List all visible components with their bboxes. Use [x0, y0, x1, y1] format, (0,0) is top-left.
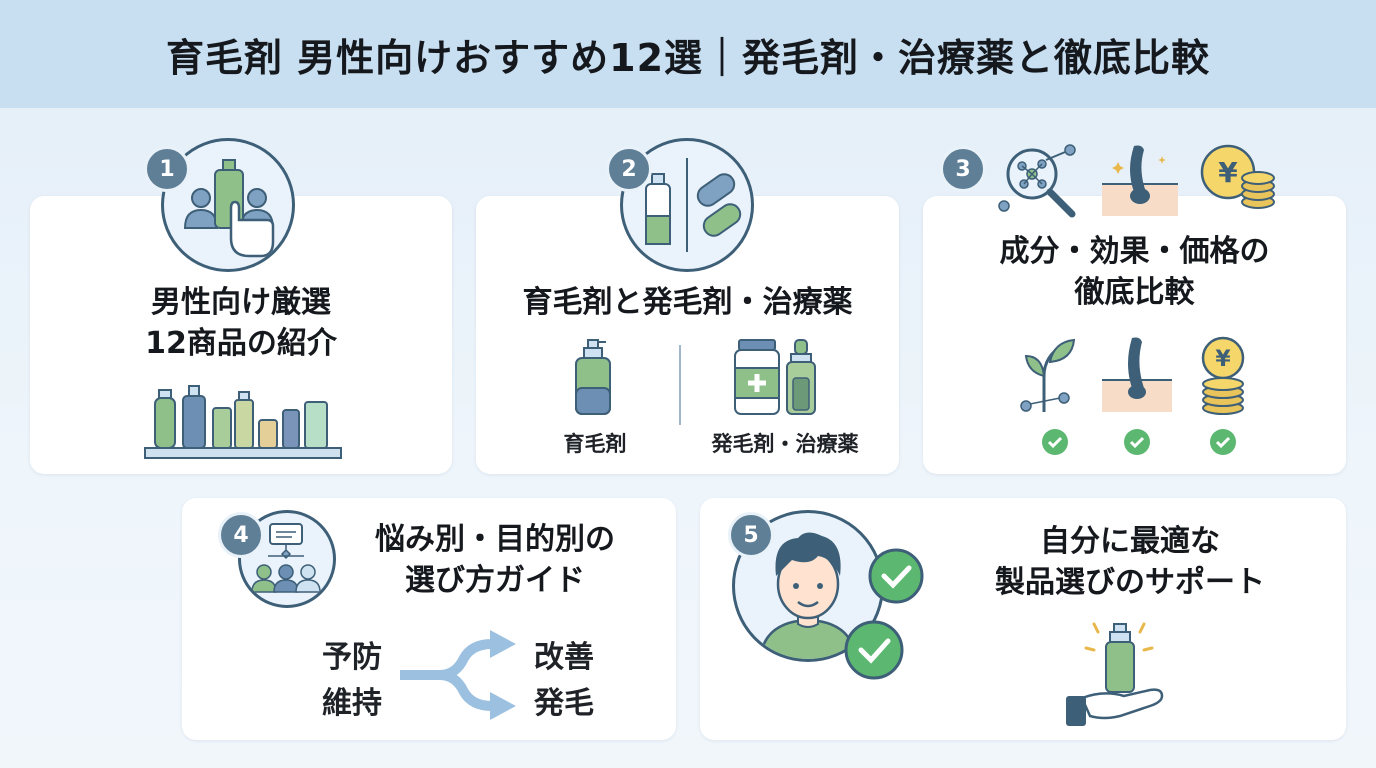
- card-detailed-comparison: [923, 196, 1346, 474]
- growth-tonic-label: 育毛剤: [563, 432, 627, 456]
- card4-title-line2: 選び方ガイド: [405, 562, 585, 598]
- growth-tonic-bottle-icon: [575, 339, 611, 415]
- step-badge-1: 1: [144, 146, 190, 192]
- step-badge-5: 5: [728, 512, 774, 558]
- check-icon-ingredient: [1042, 429, 1068, 455]
- card5-title-line2: 製品選びのサポート: [995, 564, 1265, 600]
- hair-growth-medicine-label: 発毛剤・治療薬: [711, 432, 859, 456]
- hair-follicle-small-icon: [1102, 337, 1172, 412]
- hair-follicle-icon: [1102, 145, 1178, 216]
- header-banner: 育毛剤 男性向けおすすめ12選｜発毛剤・治療薬と徹底比較: [0, 0, 1376, 108]
- card5-title: 自分に最適な 製品選びのサポート: [930, 522, 1330, 603]
- step-badge-2: 2: [606, 146, 652, 192]
- ingredient-plant-icon: [1020, 338, 1076, 412]
- yen-coins-icon: ¥: [1200, 144, 1275, 209]
- yen-symbol: ¥: [1218, 156, 1238, 189]
- card5-title-line1: 自分に最適な: [1040, 524, 1220, 559]
- flow-prevention-label: 予防: [322, 640, 382, 675]
- card3-title-line1: 成分・効果・価格の: [999, 234, 1270, 269]
- card1-title: 男性向け厳選 12商品の紹介: [60, 283, 422, 364]
- card3-title: 成分・効果・価格の 徹底比較: [933, 232, 1336, 313]
- step-badge-4: 4: [218, 512, 264, 558]
- ingredient-magnifier-icon: [998, 144, 1076, 218]
- branching-arrow-icon: [400, 630, 516, 720]
- card3-title-line2: 徹底比較: [1074, 274, 1195, 310]
- step-badge-3: 3: [940, 146, 986, 192]
- card1-title-line2: 12商品の紹介: [145, 325, 337, 361]
- card2-title: 育毛剤と発毛剤・治療薬: [522, 285, 853, 320]
- check-icon-price: [1210, 429, 1236, 455]
- check-icon-effect: [1124, 429, 1150, 455]
- product-shelf-icon: [144, 385, 342, 459]
- medicine-bottles-icon: [734, 339, 816, 415]
- yen-coin-stack-icon: ¥: [1201, 336, 1245, 415]
- flowchart-people-icon: [238, 510, 336, 608]
- check-circle-icon: [844, 620, 904, 680]
- check-bubble-icon: [868, 548, 924, 604]
- card1-title-line1: 男性向け厳選: [151, 285, 331, 320]
- flow-growth-label: 発毛: [534, 686, 594, 721]
- hand-holding-bottle-icon: [1066, 622, 1164, 726]
- page-title: 育毛剤 男性向けおすすめ12選｜発毛剤・治療薬と徹底比較: [165, 35, 1211, 80]
- card4-title-line1: 悩み別・目的別の: [375, 522, 615, 557]
- divider: [679, 345, 681, 425]
- flow-improvement-label: 改善: [534, 640, 594, 675]
- flow-maintenance-label: 維持: [322, 686, 382, 721]
- yen-symbol-2: ¥: [1215, 347, 1231, 372]
- card4-title: 悩み別・目的別の 選び方ガイド: [340, 520, 650, 601]
